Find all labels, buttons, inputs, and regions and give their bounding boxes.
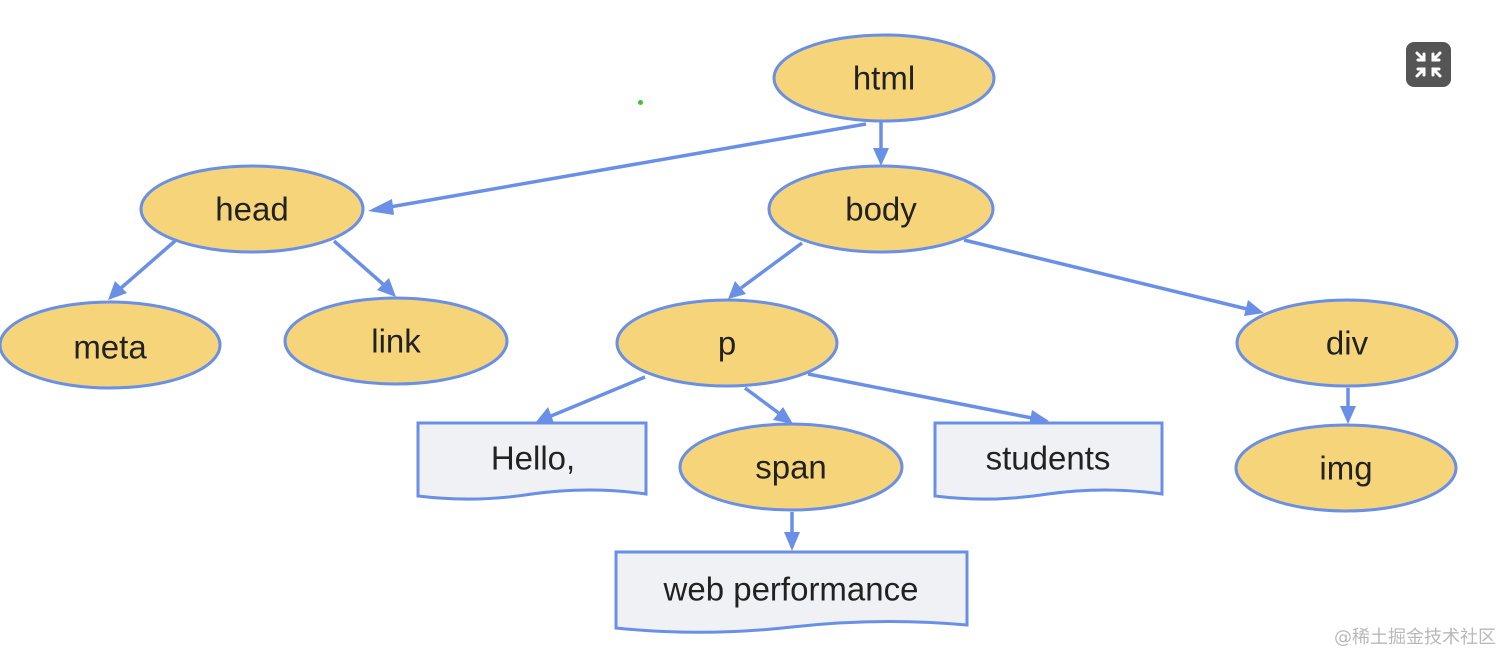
nodes-layer: html head body meta link p div span <box>0 33 1459 634</box>
node-webperf-label: web performance <box>663 571 919 608</box>
arrowhead-div <box>1244 300 1264 316</box>
arrowhead-img <box>1340 406 1356 424</box>
node-html-label: html <box>853 60 915 97</box>
node-p-label: p <box>718 325 736 362</box>
edge-body-div <box>963 238 1248 311</box>
arrowhead-span <box>773 407 793 424</box>
node-p: p <box>615 298 839 388</box>
edge-p-span <box>743 386 782 416</box>
node-head: head <box>139 164 365 254</box>
node-webperf: web performance <box>614 550 969 634</box>
node-meta-label: meta <box>73 329 147 366</box>
node-img-label: img <box>1319 450 1372 487</box>
edge-p-hello <box>550 375 646 418</box>
cursor-marker <box>638 100 643 105</box>
edge-body-p <box>739 241 804 290</box>
edge-html-head <box>383 122 867 210</box>
node-img: img <box>1234 423 1458 513</box>
node-html: html <box>772 33 996 123</box>
node-body-label: body <box>845 191 917 228</box>
arrowhead-meta <box>108 281 127 300</box>
node-hello-label: Hello, <box>491 440 575 477</box>
node-head-label: head <box>215 191 288 228</box>
exit-fullscreen-button[interactable] <box>1406 42 1451 87</box>
arrowhead-webperf <box>784 532 800 551</box>
node-students-label: students <box>986 440 1111 477</box>
arrowhead-head <box>368 199 394 215</box>
arrowhead-body <box>873 148 889 166</box>
edge-p-students <box>807 372 1033 420</box>
node-link: link <box>283 296 509 386</box>
arrowhead-p <box>728 281 746 299</box>
node-link-label: link <box>371 323 421 360</box>
edge-head-meta <box>119 239 177 290</box>
node-meta: meta <box>0 300 222 390</box>
node-div-label: div <box>1326 325 1369 362</box>
exit-fullscreen-icon <box>1415 51 1442 78</box>
watermark-text: @稀土掘金技术社区 <box>1334 627 1496 648</box>
node-students: students <box>933 421 1164 501</box>
node-span: span <box>678 422 904 512</box>
arrowhead-link <box>377 278 396 297</box>
node-body: body <box>767 164 995 254</box>
node-hello: Hello, <box>416 421 648 501</box>
edge-head-link <box>332 239 386 287</box>
arrowhead-hello <box>536 407 554 423</box>
edges-layer <box>108 122 1356 551</box>
node-span-label: span <box>755 449 827 486</box>
node-div: div <box>1235 298 1459 388</box>
